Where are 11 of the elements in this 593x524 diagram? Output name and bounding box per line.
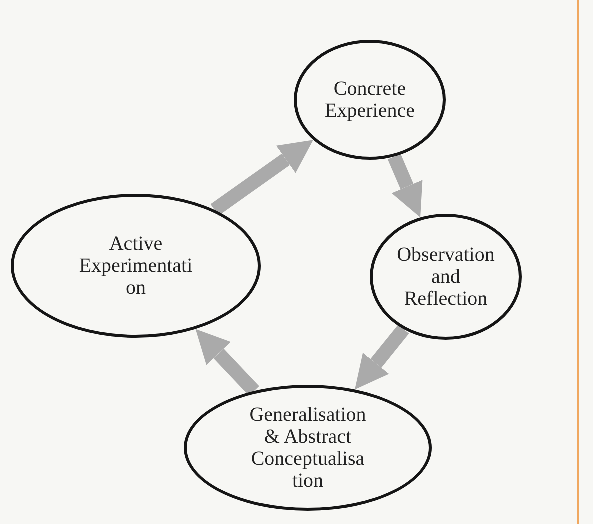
arrow: [355, 324, 410, 390]
arrow: [210, 140, 314, 216]
node-label: Active Experimentati on: [78, 233, 194, 299]
ellipse-node: [370, 214, 522, 340]
node-label: Observation and Reflection: [396, 244, 496, 310]
ellipse-node: [184, 385, 432, 511]
node-label: Generalisation & Abstract Conceptualisa tion: [248, 404, 368, 492]
ellipse-node: [294, 40, 446, 160]
arrow: [388, 154, 423, 218]
node-label: Concrete Experience: [324, 78, 416, 122]
ellipse-node: [11, 194, 261, 338]
